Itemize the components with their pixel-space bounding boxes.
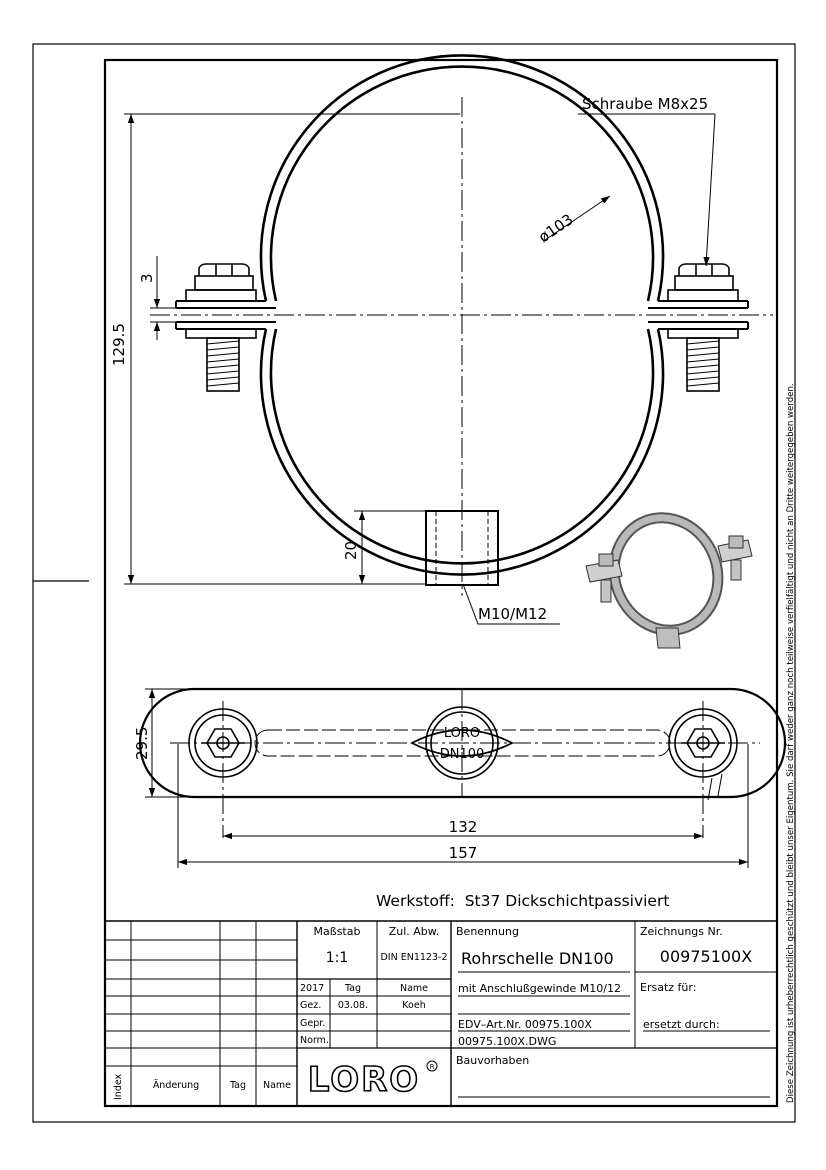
tolerance-label: Zul. Abw. — [389, 925, 440, 938]
norm-label: Norm. — [300, 1035, 329, 1046]
name-label: Name — [400, 983, 428, 994]
left-screw — [185, 263, 257, 392]
gap-label: 3 — [138, 273, 156, 283]
left-bolt-plan — [188, 708, 258, 778]
dim-socket-height — [354, 510, 425, 584]
flange-outline — [138, 687, 787, 799]
scale-label: Maßstab — [314, 925, 361, 938]
total-length-label: 157 — [449, 844, 478, 862]
thread-leader — [462, 583, 560, 625]
socket-height-label: 20 — [342, 541, 360, 560]
replacement-for: Ersatz für: — [640, 981, 696, 994]
tolerance-value: DIN EN1123-2 — [380, 952, 447, 963]
dim-gap — [150, 256, 176, 340]
gez-label: Gez. — [300, 1000, 321, 1011]
dim-total-length — [177, 744, 749, 868]
replaced-by: ersetzt durch: — [643, 1018, 720, 1031]
tag-label: Tag — [344, 983, 361, 994]
registered-mark-icon — [426, 1060, 438, 1072]
article-number: EDV–Art.Nr. 00975.100X — [458, 1018, 592, 1031]
slot-outline — [254, 729, 671, 757]
designation-label: Benennung — [456, 925, 519, 938]
company-logo-text: LORO — [308, 1060, 420, 1100]
copyright-note: Diese Zeichnung ist urheberrechtlich ges… — [786, 383, 796, 1103]
index-label: Index — [113, 1073, 124, 1100]
screw-leader — [578, 113, 715, 266]
plan-view — [138, 687, 787, 868]
revision-name-label: Name — [263, 1080, 291, 1091]
outer-frame — [32, 43, 796, 1123]
subtitle: mit Anschlußgewinde M10/12 — [458, 982, 621, 995]
diameter-label: ø103 — [535, 210, 576, 246]
change-label: Änderung — [153, 1080, 199, 1091]
right-screw — [667, 263, 739, 392]
project-label: Bauvorhaben — [456, 1054, 529, 1067]
thread-callout: M10/M12 — [478, 605, 547, 623]
company-logo: LORO R — [307, 1059, 438, 1101]
registered-mark-glyph: R — [430, 1063, 435, 1071]
dim-plan-height — [145, 688, 196, 798]
threaded-socket — [425, 510, 499, 586]
plan-height-label: 29.5 — [133, 727, 151, 760]
scale-value: 1:1 — [326, 950, 349, 966]
hole-spacing-label: 132 — [449, 818, 478, 836]
right-bolt-plan — [668, 708, 738, 801]
drawing-no-label: Zeichnungs Nr. — [640, 925, 723, 938]
front-view — [124, 54, 773, 625]
year: 2017 — [300, 983, 324, 994]
title-block — [105, 920, 777, 1106]
diameter-leader — [544, 195, 611, 241]
designation-value: Rohrschelle DN100 — [461, 949, 614, 968]
clamp-3d-illustration — [585, 512, 753, 649]
inner-frame — [103, 58, 779, 1108]
dim-total-height — [124, 113, 460, 585]
file-name: 00975.100X.DWG — [458, 1035, 556, 1048]
logo-text-bottom: DN100 — [440, 747, 485, 762]
logo-text-top: LORO — [444, 726, 480, 741]
total-height-label: 129.5 — [110, 323, 128, 366]
gez-date: 03.08. — [338, 1000, 368, 1011]
drawing-no-value: 00975100X — [660, 947, 752, 966]
material-note: Werkstoff: St37 Dickschichtpassiviert — [376, 892, 669, 910]
screw-callout: Schraube M8x25 — [582, 95, 708, 113]
center-boss-plan — [410, 706, 514, 780]
gez-name: Koeh — [402, 1000, 425, 1011]
gepr-label: Gepr. — [300, 1018, 325, 1029]
revision-tag-label: Tag — [229, 1080, 246, 1091]
